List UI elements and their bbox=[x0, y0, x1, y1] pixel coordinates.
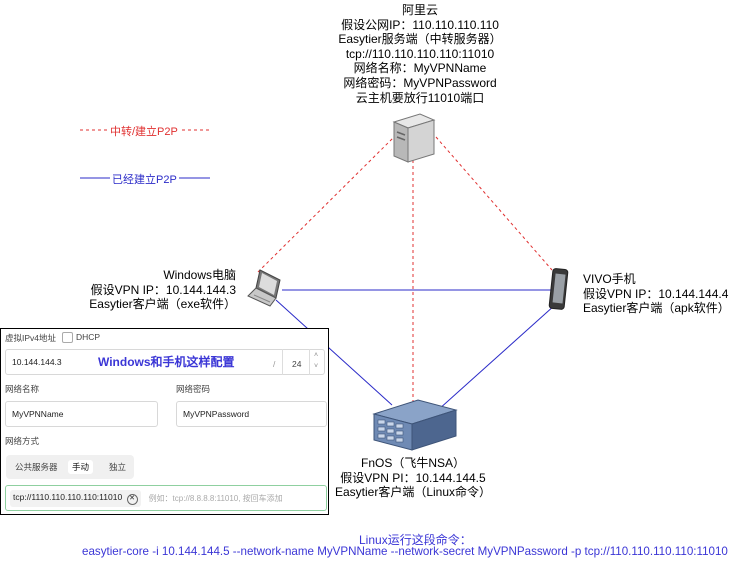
prefix-divider bbox=[282, 349, 283, 375]
prefix-slash: / bbox=[273, 359, 276, 369]
laptop-icon bbox=[247, 269, 281, 307]
mode-public-server[interactable]: 公共服务器 bbox=[15, 462, 58, 472]
windows-line: 假设VPN IP：10.144.144.3 bbox=[90, 282, 236, 297]
server-url-tag: tcp://1110.110.110.110:11010 ✕ bbox=[10, 489, 141, 507]
network-password-label: 网络密码 bbox=[176, 384, 211, 394]
relay-lines bbox=[80, 129, 553, 403]
server-url-placeholder: 例如：tcp://8.8.8.8:11010, 按回车添加 bbox=[148, 493, 283, 503]
vivo-line: Easytier客户端（apk软件） bbox=[583, 301, 730, 316]
network-password-value: MyVPNPassword bbox=[183, 409, 250, 419]
cloud-server-label: 阿里云 假设公网IP：110.110.110.110 Easytier服务端（中… bbox=[300, 3, 540, 105]
fnos-line: FnOS（飞牛NSA） bbox=[360, 456, 466, 470]
p2p-line-vivo-fnos bbox=[437, 304, 556, 411]
fnos-line: 假设VPN PI：10.144.144.5 bbox=[340, 470, 486, 485]
chevron-down-icon[interactable]: ˅ bbox=[314, 363, 319, 370]
cloud-line: tcp://110.110.110.110:11010 bbox=[345, 46, 495, 61]
server-url-value: tcp://1110.110.110.110:11010 bbox=[13, 491, 123, 502]
network-name-label: 网络名称 bbox=[5, 384, 40, 394]
cloud-line: 假设公网IP：110.110.110.110 bbox=[341, 17, 499, 32]
prefix-value[interactable]: 24 bbox=[292, 359, 302, 369]
legend-relay-label: 中转/建立P2P bbox=[108, 123, 180, 139]
linux-command-title: Linux运行这段命令： bbox=[359, 533, 472, 547]
mode-standalone[interactable]: 独立 bbox=[109, 462, 127, 472]
network-mode-selector: 公共服务器 手动 独立 bbox=[6, 455, 134, 479]
config-headline: Windows和手机这样配置 bbox=[98, 355, 235, 369]
cloud-line: 云主机要放行11010端口 bbox=[355, 90, 485, 105]
vivo-line: 假设VPN IP：10.144.144.4 bbox=[583, 286, 729, 301]
config-panel: 虚拟IPv4地址 DHCP 10.144.144.3 Windows和手机这样配… bbox=[0, 328, 329, 515]
windows-label: Windows电脑 假设VPN IP：10.144.144.3 Easytier… bbox=[70, 268, 236, 312]
cloud-line: 网络密码：MyVPNPassword bbox=[343, 75, 497, 90]
phone-icon bbox=[548, 268, 569, 310]
ipv4-label: 虚拟IPv4地址 bbox=[5, 333, 57, 343]
network-name-input[interactable]: MyVPNName bbox=[5, 401, 158, 427]
network-name-value: MyVPNName bbox=[12, 409, 64, 419]
dhcp-label: DHCP bbox=[76, 332, 101, 342]
dhcp-checkbox[interactable] bbox=[62, 332, 73, 343]
prefix-stepper[interactable]: ˄ ˅ bbox=[309, 349, 326, 375]
windows-line: Easytier客户端（exe软件） bbox=[89, 297, 236, 312]
chevron-up-icon[interactable]: ˄ bbox=[314, 352, 319, 359]
close-icon[interactable]: ✕ bbox=[126, 493, 138, 505]
cloud-line: 网络名称：MyVPNName bbox=[353, 61, 487, 76]
server-tower-icon bbox=[392, 113, 436, 163]
cloud-title: 阿里云 bbox=[401, 3, 438, 17]
nas-server-icon bbox=[372, 399, 458, 451]
vivo-line: VIVO手机 bbox=[583, 272, 636, 286]
linux-command: easytier-core -i 10.144.144.5 --network-… bbox=[82, 545, 728, 558]
relay-line-windows-cloud bbox=[257, 136, 395, 273]
fnos-label: FnOS（飞牛NSA） 假设VPN PI：10.144.144.5 Easyti… bbox=[320, 456, 506, 500]
relay-line-cloud-vivo bbox=[435, 136, 553, 271]
network-mode-label: 网络方式 bbox=[5, 436, 40, 446]
vivo-label: VIVO手机 假设VPN IP：10.144.144.4 Easytier客户端… bbox=[583, 272, 753, 316]
windows-line: Windows电脑 bbox=[163, 268, 236, 282]
network-password-input[interactable]: MyVPNPassword bbox=[176, 401, 327, 427]
fnos-line: Easytier客户端（Linux命令） bbox=[334, 485, 492, 500]
ipv4-input[interactable]: 10.144.144.3 bbox=[5, 349, 325, 375]
ipv4-value: 10.144.144.3 bbox=[12, 357, 62, 367]
mode-manual[interactable]: 手动 bbox=[68, 460, 94, 474]
cloud-line: Easytier服务端（中转服务器） bbox=[338, 32, 502, 47]
server-url-input[interactable]: tcp://1110.110.110.110:11010 ✕ 例如：tcp://… bbox=[5, 485, 327, 511]
p2p-line-windows-fnos bbox=[275, 299, 393, 406]
legend-p2p-label: 已经建立P2P bbox=[110, 171, 179, 187]
